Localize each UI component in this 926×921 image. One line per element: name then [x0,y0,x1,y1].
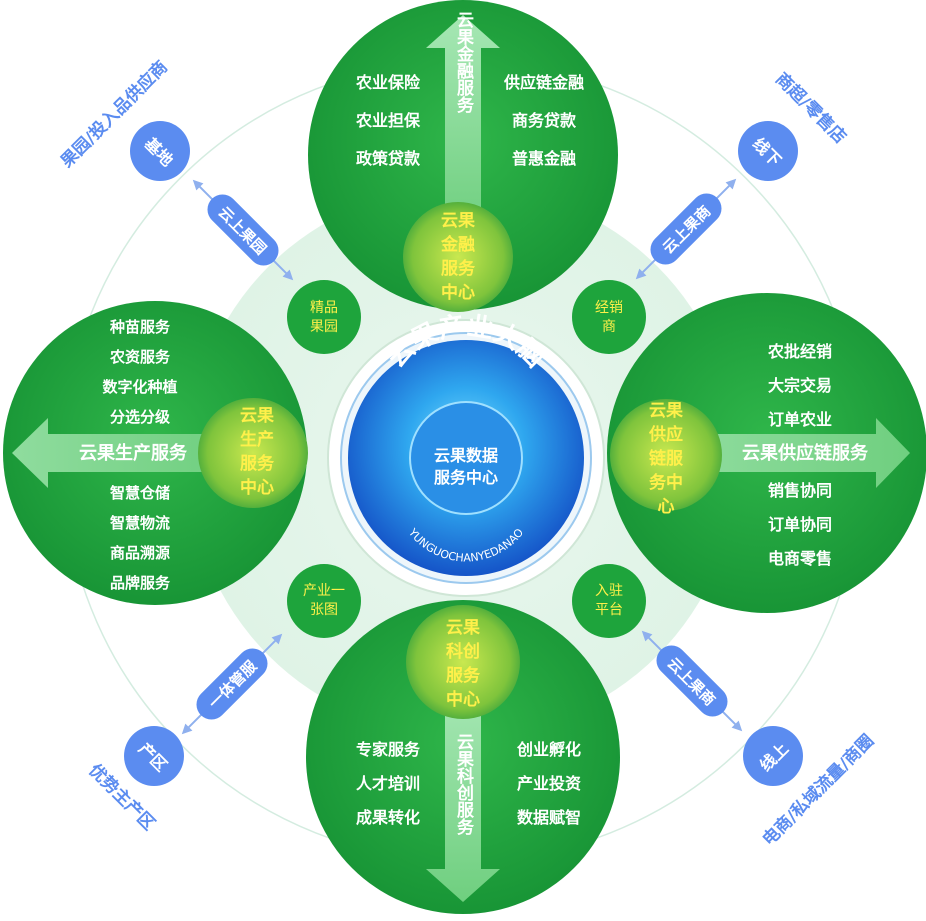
supplychain-arrow [690,418,910,488]
svg-text:商: 商 [602,319,616,335]
list-item: 农业保险 [355,73,421,92]
innovation-left-items: 专家服务 人才培训 成果转化 [356,740,421,827]
list-item: 种苗服务 [109,318,171,336]
svg-text:云果: 云果 [446,618,480,638]
svg-text:生产: 生产 [240,429,274,450]
small-circle-onboarding: 入驻 平台 [572,564,646,638]
svg-text:服务: 服务 [446,665,481,686]
svg-text:经销: 经销 [595,300,623,316]
list-item: 成果转化 [356,808,420,827]
list-item: 人才培训 [356,774,420,793]
list-item: 农业担保 [355,111,421,130]
list-item: 订单农业 [768,410,832,429]
finance-right-items: 供应链金融 商务贷款 普惠金融 [503,73,584,168]
finance-arrow [426,15,500,232]
list-item: 分选分级 [110,408,171,426]
corner-badge-offline: 线下 [738,121,798,181]
supplychain-arrow-label: 云果供应链服务 [742,442,869,464]
list-item: 创业孵化 [516,740,581,759]
finance-arrow-label: 云果金融服务 [453,11,475,113]
small-circle-industry-map: 产业一 张图 [287,564,361,638]
svg-text:务中: 务中 [649,472,683,493]
production-arrow-label: 云果生产服务 [79,442,188,464]
svg-text:服务: 服务 [441,258,476,279]
list-item: 订单协同 [768,515,832,534]
connector-bl: 一体管服 [181,633,283,735]
list-item: 专家服务 [356,740,421,759]
svg-text:金融: 金融 [440,234,475,255]
list-item: 农资服务 [109,348,171,366]
small-circle-premium-orchard: 精品 果园 [287,280,361,354]
production-arrow [12,418,230,488]
svg-text:心: 心 [658,497,675,517]
list-item: 普惠金融 [512,149,576,168]
center-inner-line2: 服务中心 [434,468,498,487]
list-item: 商品溯源 [110,544,170,562]
svg-text:中心: 中心 [446,689,480,710]
list-item: 品牌服务 [110,574,171,592]
finance-hub: 云果 金融 服务 中心 [403,202,513,312]
list-item: 数字化种植 [102,378,177,396]
svg-text:供应: 供应 [648,424,683,445]
svg-text:果园: 果园 [310,319,338,335]
list-item: 销售协同 [768,481,832,500]
connector-br: 云上果商 [641,630,743,732]
svg-text:云果: 云果 [240,406,274,426]
connector-tr: 云上果商 [635,178,737,280]
innovation-arrow-label: 云果科创服务 [453,733,475,835]
corner-badge-region: 产区 [124,726,184,786]
list-item: 农批经销 [767,342,832,361]
list-item: 数据赋智 [517,808,581,827]
list-item: 产业投资 [517,774,581,793]
production-lower-items: 智慧仓储 智慧物流 商品溯源 品牌服务 [110,484,171,592]
small-circle-distributor: 经销 商 [572,280,646,354]
svg-text:中心: 中心 [240,477,274,498]
list-item: 电商零售 [768,549,832,568]
list-item: 政策贷款 [356,149,421,168]
list-item: 供应链金融 [503,73,584,92]
innovation-right-items: 创业孵化 产业投资 数据赋智 [516,740,581,827]
list-item: 智慧物流 [110,514,170,532]
svg-text:中心: 中心 [441,282,475,303]
svg-text:入驻: 入驻 [595,583,623,599]
center-inner-line1: 云果数据 [434,446,498,465]
production-upper-items: 种苗服务 农资服务 数字化种植 分选分级 [102,318,177,426]
innovation-arrow [426,690,500,902]
innovation-hub: 云果 科创 服务 中心 [406,605,520,719]
corner-badge-base: 基地 [130,121,190,181]
connector-tl: 云上果园 [192,179,294,281]
list-item: 智慧仓储 [110,484,170,502]
svg-text:云果: 云果 [441,211,475,231]
svg-text:张图: 张图 [310,602,338,618]
svg-text:云果: 云果 [649,401,683,421]
svg-text:科创: 科创 [446,641,480,662]
svg-text:精品: 精品 [310,300,338,316]
svg-text:平台: 平台 [595,602,623,618]
svg-text:链服: 链服 [649,448,684,469]
list-item: 商务贷款 [512,111,577,130]
svg-text:服务: 服务 [240,453,275,474]
supplychain-lower-items: 销售协同 订单协同 电商零售 [768,481,832,568]
production-hub: 云果 生产 服务 中心 [198,398,308,508]
supplychain-hub: 云果 供应 链服 务中 心 [610,399,722,517]
svg-text:产业一: 产业一 [303,583,345,599]
finance-left-items: 农业保险 农业担保 政策贷款 [355,73,421,168]
list-item: 大宗交易 [768,376,832,395]
center-brain: 云果产业大脑 云果数据 服务中心 YUNGUOCHANYEDANAO [327,311,605,597]
corner-badge-online: 线上 [743,726,803,786]
supplychain-upper-items: 农批经销 大宗交易 订单农业 [767,342,832,429]
